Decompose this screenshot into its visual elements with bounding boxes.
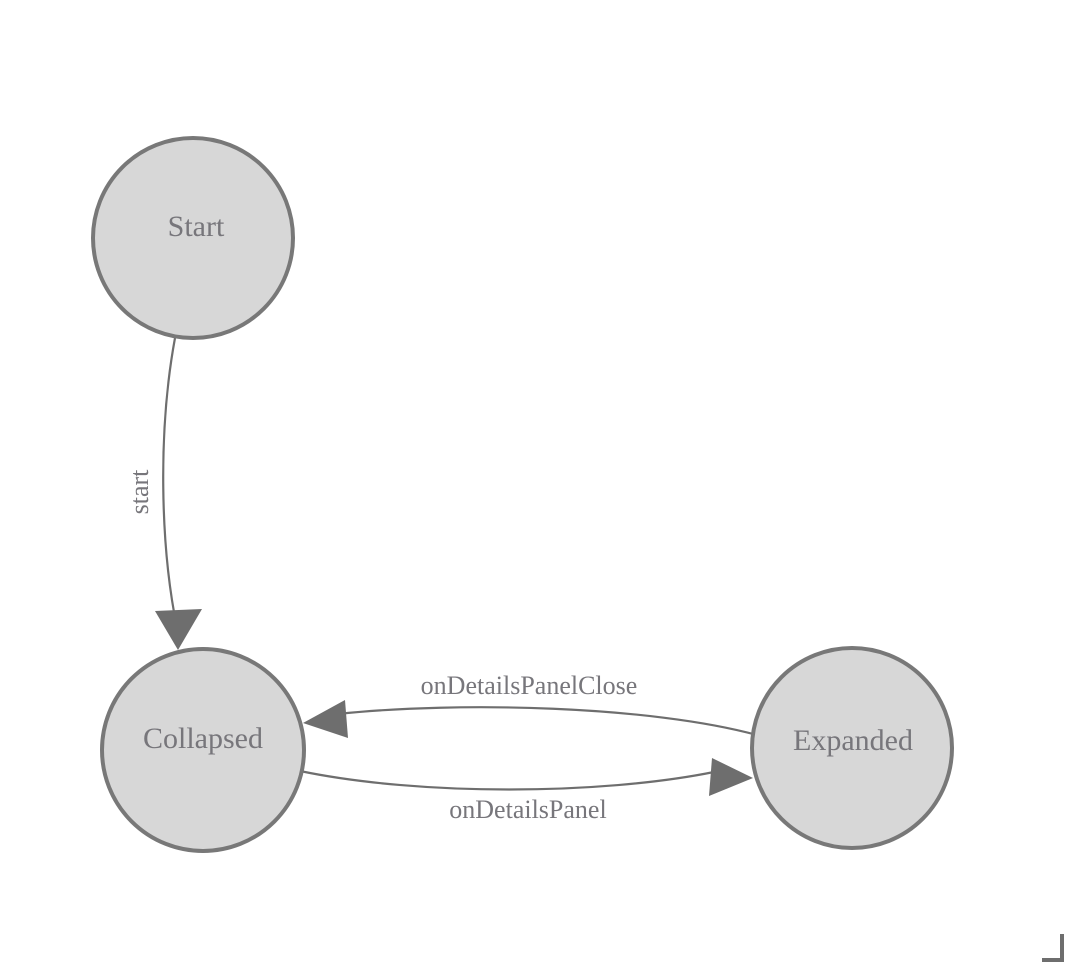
- node-expanded-circle: [750, 646, 954, 850]
- node-collapsed[interactable]: Collapsed: [100, 647, 306, 853]
- node-expanded[interactable]: Expanded: [750, 646, 954, 850]
- arrowhead-into-collapsed-from-start: [155, 609, 202, 650]
- node-collapsed-label: Collapsed: [143, 722, 263, 755]
- edge-label-on-details-panel: onDetailsPanel: [449, 795, 606, 824]
- edge-start-to-collapsed[interactable]: start: [125, 337, 202, 650]
- edge-path-expanded-to-collapsed: [337, 706, 758, 737]
- node-collapsed-circle: [100, 647, 306, 853]
- corner-bracket-icon: [1042, 934, 1064, 962]
- edge-label-start: start: [125, 469, 154, 515]
- arrowhead-into-collapsed-from-expanded: [303, 700, 348, 738]
- resize-corner-marker[interactable]: [1042, 934, 1064, 962]
- edge-collapsed-to-expanded[interactable]: onDetailsPanel: [299, 758, 753, 824]
- node-start[interactable]: Start: [91, 136, 295, 340]
- node-start-label: Start: [168, 210, 225, 243]
- edge-path-start-to-collapsed: [162, 337, 179, 629]
- node-expanded-label: Expanded: [793, 724, 913, 757]
- edge-expanded-to-collapsed[interactable]: onDetailsPanelClose: [303, 671, 758, 738]
- edge-path-collapsed-to-expanded: [299, 769, 715, 791]
- edge-label-on-details-panel-close: onDetailsPanelClose: [421, 671, 638, 700]
- arrowhead-into-expanded-from-collapsed: [709, 758, 753, 796]
- node-start-circle: [91, 136, 295, 340]
